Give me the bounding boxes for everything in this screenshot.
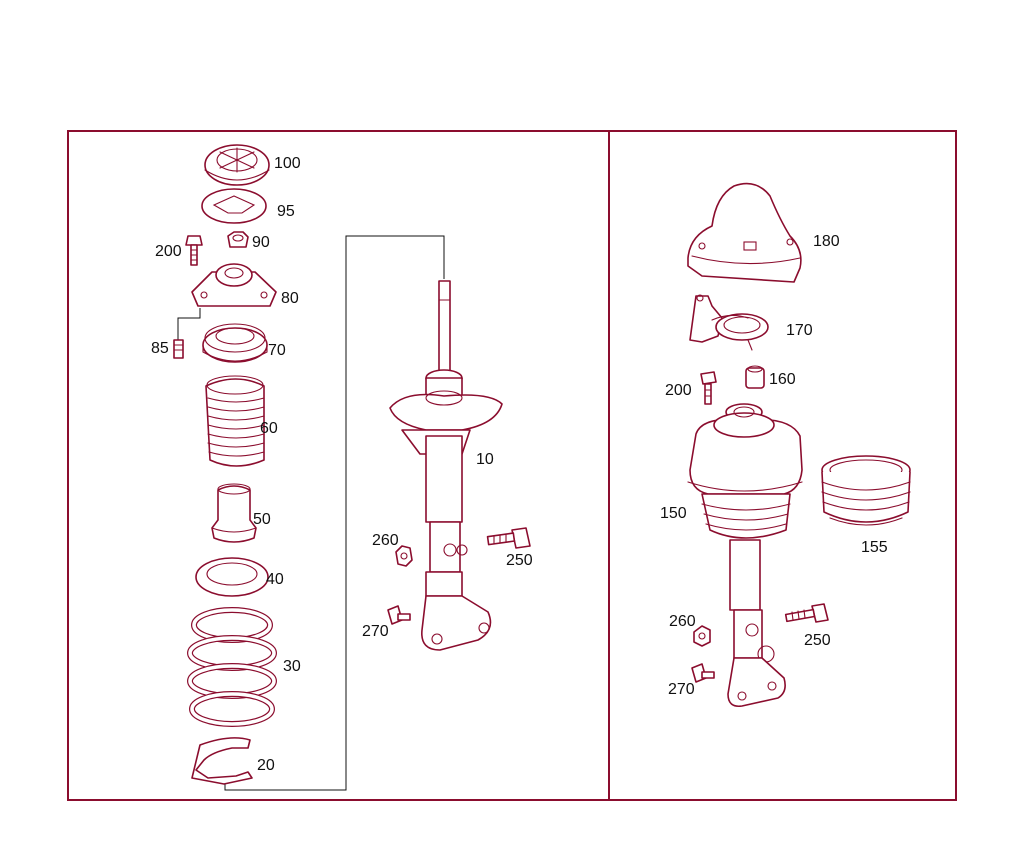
callout-260-right: 260 — [669, 613, 696, 630]
callout-100: 100 — [274, 155, 301, 172]
bolt-part-270-left — [387, 605, 411, 625]
bolt-part-250-left — [486, 527, 531, 549]
callout-80: 80 — [281, 290, 299, 307]
strut-mount-part-80 — [191, 263, 277, 307]
callout-50: 50 — [253, 511, 271, 528]
stud-part-85 — [173, 308, 201, 359]
bolt-part-200-right — [700, 371, 717, 405]
callout-150: 150 — [660, 505, 687, 522]
callout-70: 70 — [268, 342, 286, 359]
bearing-part-70 — [202, 323, 268, 363]
callout-170: 170 — [786, 322, 813, 339]
callout-30: 30 — [283, 658, 301, 675]
cover-part-180 — [687, 182, 802, 283]
nut-part-90 — [227, 231, 249, 248]
callout-270-left: 270 — [362, 623, 389, 640]
nut-part-160 — [745, 365, 765, 389]
callout-20: 20 — [257, 757, 275, 774]
callout-180: 180 — [813, 233, 840, 250]
callout-90: 90 — [252, 234, 270, 251]
sensor-bracket-part-170 — [689, 294, 769, 351]
callout-95: 95 — [277, 203, 295, 220]
callout-155: 155 — [861, 539, 888, 556]
bump-stop-part-50 — [211, 483, 257, 543]
callout-250-left: 250 — [506, 552, 533, 569]
callout-160: 160 — [769, 371, 796, 388]
coil-spring-part-30 — [187, 607, 277, 727]
bolt-part-270-right — [691, 663, 715, 683]
dust-boot-part-60 — [205, 375, 265, 467]
air-spring-part-150 — [687, 403, 803, 708]
callout-260-left: 260 — [372, 532, 399, 549]
plate-part-95 — [201, 188, 267, 224]
diagram-border — [67, 130, 957, 801]
spring-seat-part-40 — [195, 557, 269, 597]
callout-200-right: 200 — [665, 382, 692, 399]
callout-250-right: 250 — [804, 632, 831, 649]
strut-part-10 — [389, 280, 503, 651]
callout-10: 10 — [476, 451, 494, 468]
callout-60: 60 — [260, 420, 278, 437]
cap-part-100 — [204, 144, 270, 186]
bellows-part-155 — [821, 455, 911, 526]
callout-85: 85 — [151, 340, 169, 357]
callout-200-left: 200 — [155, 243, 182, 260]
callout-40: 40 — [266, 571, 284, 588]
callout-270-right: 270 — [668, 681, 695, 698]
bolt-part-200-left — [185, 235, 203, 266]
nut-part-260-right — [693, 625, 711, 647]
assembly-bracket — [224, 235, 445, 791]
bolt-part-250-right — [784, 603, 829, 623]
nut-part-260-left — [395, 545, 413, 567]
spring-isolator-part-20 — [191, 737, 253, 785]
